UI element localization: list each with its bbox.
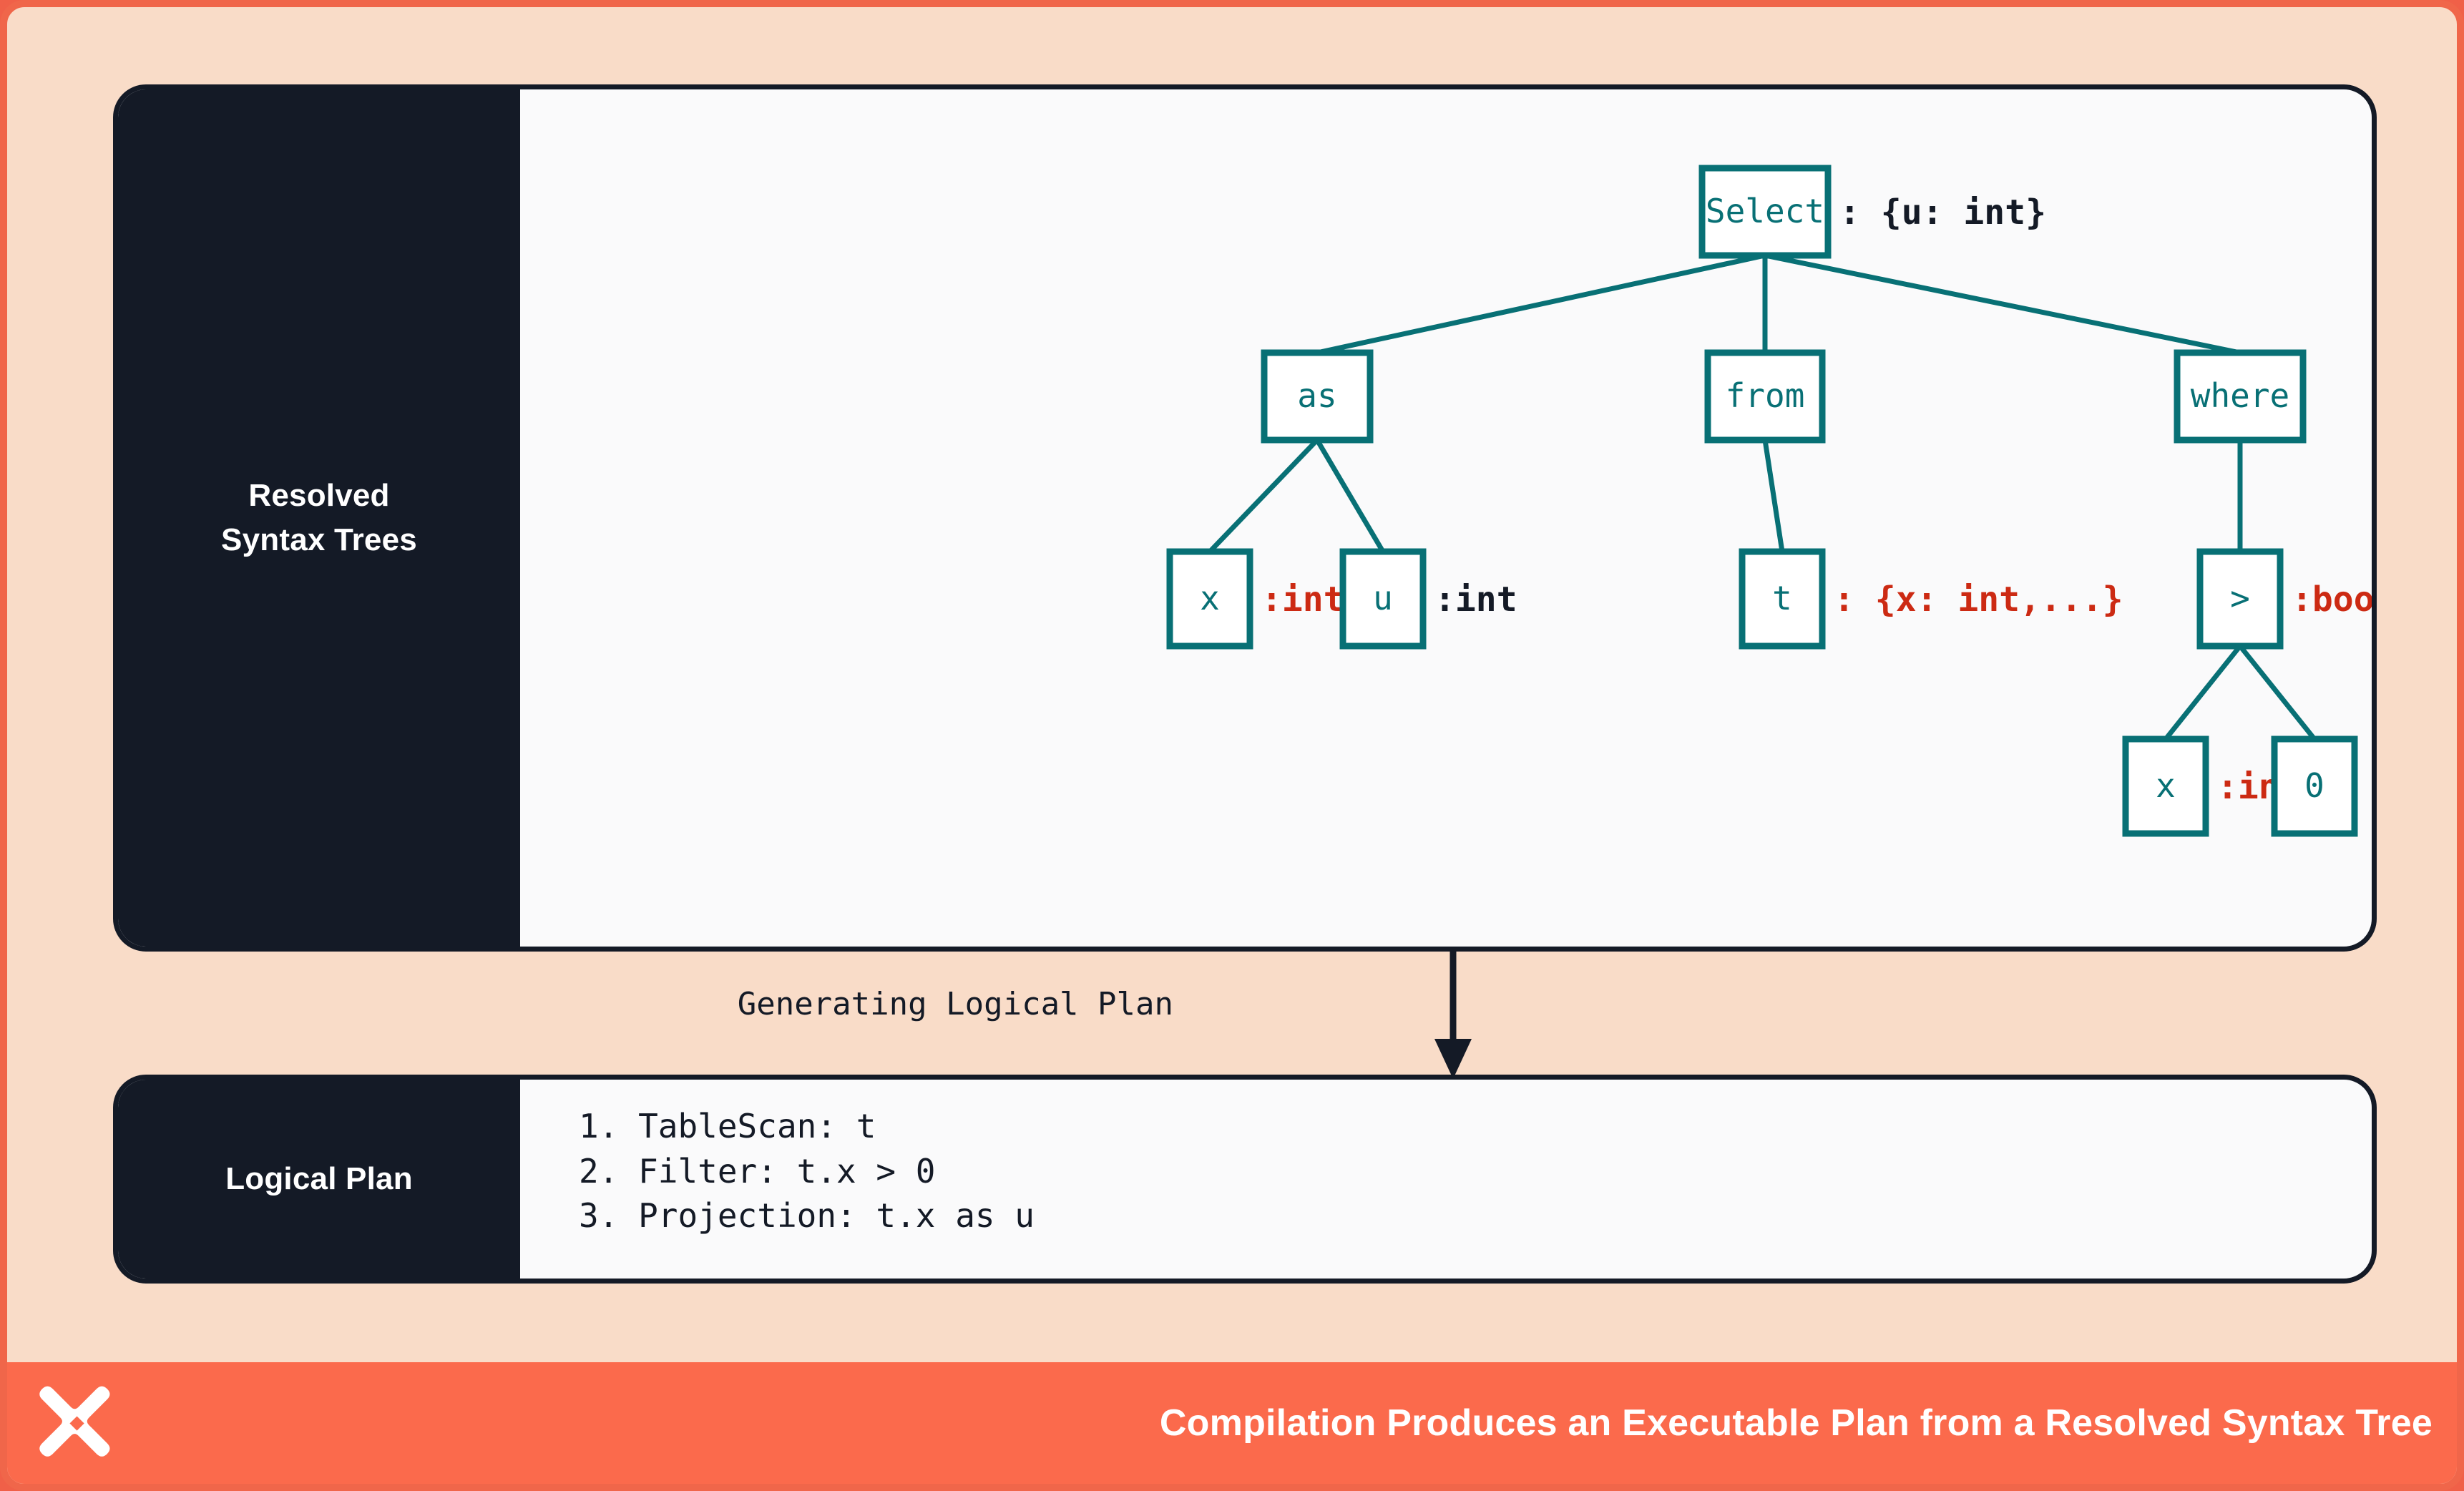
tree-node-select[interactable]: Select : {u: int} (1698, 165, 2046, 259)
rst-label-line-1: Resolved (248, 477, 390, 513)
tree-node-label: as (1297, 376, 1336, 415)
tree-node-label: > (2230, 579, 2250, 617)
tree-edge (1762, 439, 1785, 552)
tree-node-label: x (1200, 579, 1220, 617)
tree-node-box (2122, 735, 2209, 837)
tree-node-type-annotation: :int (2366, 767, 2372, 807)
tree-edge (2238, 644, 2317, 741)
syntax-tree-canvas: Select : {u: int} as from where x :int u :int t : … (520, 89, 2372, 947)
tree-edge (1764, 253, 2241, 356)
arrow-down-icon (1434, 952, 1472, 1079)
tree-node-type-annotation: :bool (2292, 580, 2372, 620)
logical-plan-step: 1. TableScan: t (579, 1107, 876, 1145)
tree-node-from-t[interactable]: t : {x: int,...} (1739, 548, 2123, 650)
tree-node-type-annotation: :int (1261, 580, 1344, 620)
tree-edge-group (1208, 253, 2317, 741)
footer-bar: Compilation Produces an Executable Plan … (7, 1362, 2457, 1484)
logical-plan-card: Logical Plan 1. TableScan: t 2. Filter: t… (113, 1075, 2377, 1284)
tree-node-where[interactable]: where (2174, 349, 2307, 444)
tree-node-label: u (1373, 579, 1393, 617)
logical-plan-step: 3. Projection: t.x as u (579, 1196, 1035, 1236)
logical-plan-label: Logical Plan (118, 1080, 520, 1279)
tree-node-box (1166, 548, 1253, 650)
resolved-syntax-trees-card: Resolved Syntax Trees Select : {u: int} as… (113, 84, 2377, 952)
tree-node-label: 0 (2304, 766, 2324, 805)
tree-node-label: t (1772, 579, 1792, 617)
tree-node-box (2196, 548, 2284, 650)
tree-node-label: x (2156, 766, 2176, 805)
tree-edge (2164, 644, 2242, 741)
tree-edge (1208, 438, 1319, 554)
tree-node-as[interactable]: as (1261, 349, 1374, 444)
resolved-syntax-trees-label: Resolved Syntax Trees (118, 89, 520, 947)
tree-node-group: Select : {u: int} as from where x :int u :int t : … (1166, 165, 2372, 837)
footer-caption: Compilation Produces an Executable Plan … (1159, 1402, 2433, 1444)
tree-node-box (1698, 165, 1832, 259)
syntax-tree-diagram: Select : {u: int} as from where x :int u :int t : … (1166, 165, 2372, 837)
logical-plan-step: 2. Filter: t.x > 0 (579, 1151, 936, 1191)
tree-node-box (2271, 735, 2358, 837)
x-star-logo-icon (39, 1386, 110, 1457)
tree-node-type-annotation: : {u: int} (1839, 192, 2046, 233)
tree-node-type-annotation: :int (1434, 580, 1517, 620)
tree-node-box (1704, 349, 1826, 444)
tree-edge (1314, 439, 1386, 553)
logical-plan-body: 1. TableScan: t 2. Filter: t.x > 0 3. Proj… (520, 1080, 2372, 1279)
tree-node-label: where (2191, 376, 2289, 415)
tree-node-label: from (1726, 376, 1805, 415)
tree-node-box (2174, 349, 2307, 444)
tree-node-as-u[interactable]: u :int (1339, 548, 1517, 650)
tree-node-type-annotation: : {x: int,...} (1834, 580, 2123, 620)
logical-plan-step-list: 1. TableScan: t 2. Filter: t.x > 0 3. Proj… (579, 1104, 1035, 1238)
tree-node-as-x[interactable]: x :int (1166, 548, 1344, 650)
tree-node-box (1339, 548, 1427, 650)
tree-node-box (1739, 548, 1826, 650)
tree-edge (1316, 253, 1766, 356)
tree-node-from[interactable]: from (1704, 349, 1826, 444)
tree-node-label: Select (1706, 192, 1824, 230)
transition-row: Generating Logical Plan (113, 952, 2377, 1079)
tree-node-box (1261, 349, 1374, 444)
rst-label-line-2: Syntax Trees (221, 522, 417, 557)
transition-label: Generating Logical Plan (737, 986, 1173, 1022)
tree-node-gt[interactable]: > :bool (2196, 548, 2372, 650)
tree-node-gt-0[interactable]: 0 :int (2271, 735, 2372, 837)
